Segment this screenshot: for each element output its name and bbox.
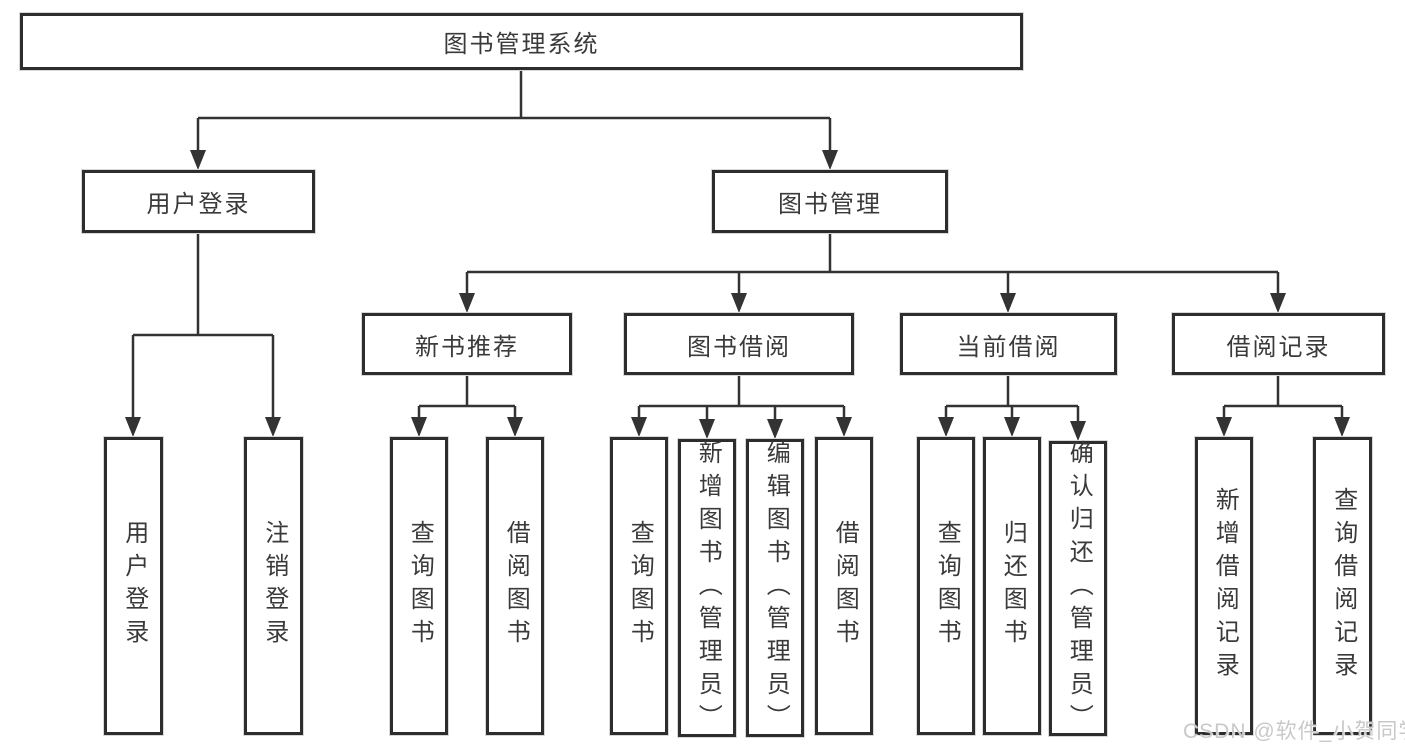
leaf-label: 用户登录: [120, 520, 148, 652]
leaf-label: 确认归还（管理员）: [1065, 440, 1093, 737]
leaf-label: 编辑图书（管理员）: [762, 439, 790, 737]
arrowhead: [836, 417, 852, 437]
leaf-add-borrow-record: 新增借阅记录: [1195, 437, 1253, 735]
arrowhead: [459, 293, 475, 313]
node-label: 新书推荐: [415, 333, 519, 361]
leaf-label: 新增图书（管理员）: [694, 439, 722, 737]
leaf-borrow-books-recommend: 借阅图书: [486, 437, 544, 735]
node-label: 用户登录: [146, 191, 251, 218]
connector-new-book-to-leaves: [411, 375, 523, 437]
node-label: 当前借阅: [956, 333, 1061, 361]
arrowhead: [631, 417, 647, 437]
leaf-label: 查询图书: [933, 520, 961, 652]
arrowhead: [190, 150, 206, 170]
arrowhead: [1334, 417, 1350, 437]
leaf-query-books-recommend: 查询图书: [390, 437, 448, 735]
arrowhead: [1000, 293, 1016, 313]
leaf-label: 借阅图书: [502, 520, 530, 652]
arrowhead: [1004, 417, 1020, 437]
node-root-library-management-system: 图书管理系统: [20, 13, 1023, 70]
arrowhead: [699, 419, 715, 439]
leaf-label: 借阅图书: [831, 520, 859, 652]
connector-book-borrow-to-leaves: [631, 375, 852, 439]
arrowhead: [1070, 421, 1086, 441]
node-label: 借阅记录: [1226, 333, 1331, 361]
node-book-management: 图书管理: [712, 170, 948, 233]
leaf-confirm-return-admin: 确认归还（管理员）: [1049, 440, 1107, 737]
connector-borrow-records-to-leaves: [1216, 375, 1350, 437]
leaf-label: 查询图书: [406, 520, 434, 652]
node-label: 图书管理: [778, 191, 882, 218]
arrowhead: [1216, 417, 1232, 437]
node-label: 图书借阅: [687, 333, 791, 361]
leaf-label: 查询图书: [626, 520, 654, 652]
connector-book-management-to-level3: [459, 233, 1286, 313]
leaf-return-books: 归还图书: [983, 437, 1041, 735]
leaf-label: 注销登录: [260, 520, 288, 652]
node-new-book-recommend: 新书推荐: [362, 313, 572, 375]
leaf-borrow-books: 借阅图书: [815, 437, 873, 735]
node-current-borrow: 当前借阅: [900, 313, 1117, 375]
connector-root-to-level2: [190, 70, 838, 170]
leaf-logout: 注销登录: [244, 437, 303, 735]
connector-current-borrow-to-leaves: [938, 375, 1086, 441]
leaf-query-books-borrow: 查询图书: [610, 437, 668, 735]
node-user-login: 用户登录: [82, 170, 315, 233]
arrowhead: [938, 417, 954, 437]
arrowhead: [1270, 293, 1286, 313]
leaf-query-borrow-record: 查询借阅记录: [1313, 437, 1372, 735]
leaf-edit-books-admin: 编辑图书（管理员）: [746, 439, 804, 737]
arrowhead: [822, 150, 838, 170]
arrowhead: [265, 417, 281, 437]
leaf-query-books-current: 查询图书: [917, 437, 975, 735]
arrowhead: [411, 417, 427, 437]
leaf-label: 查询借阅记录: [1329, 487, 1357, 685]
leaf-user-login: 用户登录: [104, 437, 163, 735]
leaf-label: 新增借阅记录: [1211, 487, 1239, 685]
leaf-label: 归还图书: [999, 520, 1027, 652]
node-label: 图书管理系统: [443, 31, 600, 58]
arrowhead: [507, 417, 523, 437]
node-borrow-records: 借阅记录: [1172, 313, 1385, 375]
leaf-add-books-admin: 新增图书（管理员）: [678, 439, 736, 737]
connector-user-login-to-leaves: [125, 233, 281, 437]
arrowhead: [767, 419, 783, 439]
arrowhead: [125, 417, 141, 437]
csdn-watermark: CSDN @软件_小贺同学: [1183, 720, 1405, 743]
arrowhead: [731, 293, 747, 313]
node-book-borrow: 图书借阅: [624, 313, 854, 375]
